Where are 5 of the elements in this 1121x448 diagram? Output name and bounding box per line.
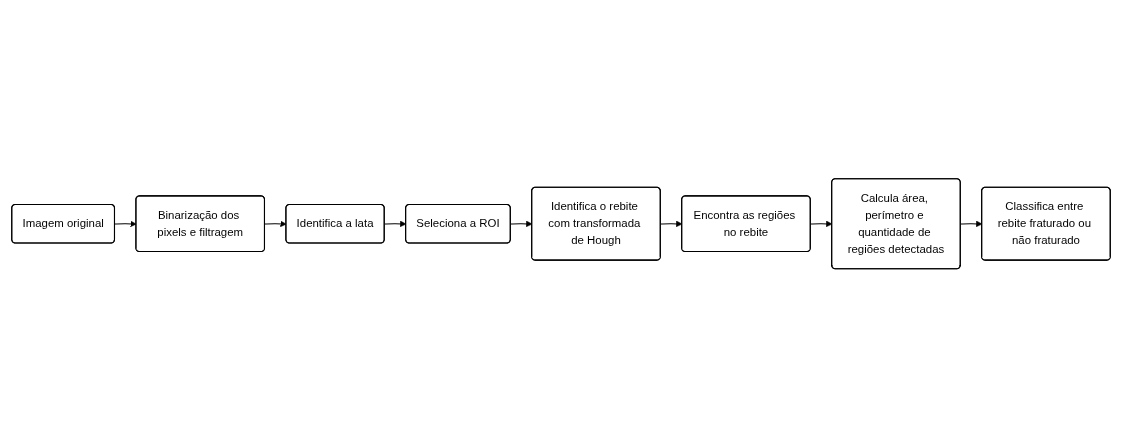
arrow: [809, 221, 832, 228]
arrow: [383, 221, 406, 228]
arrow: [959, 221, 982, 228]
arrow: [509, 221, 532, 228]
arrow: [659, 221, 682, 228]
